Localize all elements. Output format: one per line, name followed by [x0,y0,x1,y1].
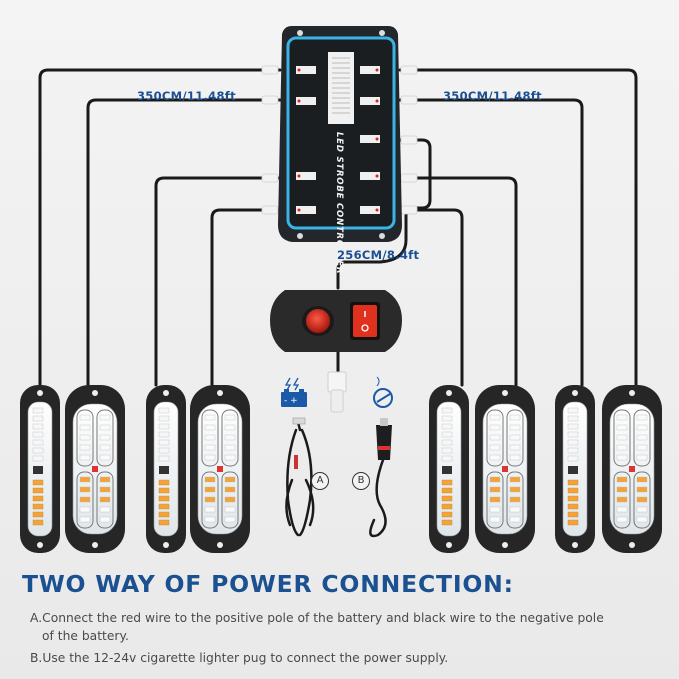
power-switch [270,290,402,352]
strobe-light-wide-4 [602,385,662,553]
strobe-light-wide-2 [190,385,250,553]
power-plug-connector [327,371,347,413]
strobe-light-narrow-3 [429,385,469,553]
indicator-light-icon [306,309,330,333]
red-wire [294,455,298,469]
controller-title: LED STROBE CONTROLLER [334,132,344,274]
instruction-b-line1: B.Use the 12-24v cigarette lighter pug t… [30,651,449,665]
strobe-light-wide-3 [475,385,535,553]
cable-connectors [261,65,418,215]
power-connection-heading: TWO WAY OF POWER CONNECTION: [22,570,514,598]
length-label-left: 350CM/11.48ft [137,89,236,103]
strobe-light-wide-1 [65,385,125,553]
svg-text:- +: - + [284,396,298,406]
battery-icon: - + [281,377,307,407]
rocker-button [353,305,377,337]
badge-a: A [311,472,329,490]
length-label-right: 350CM/11.48ft [443,89,542,103]
instruction-a-line1: A.Connect the red wire to the positive p… [30,611,604,625]
battery-clamp-cable [285,420,315,537]
cigarette-lighter-icon [373,376,393,408]
strobe-light-narrow-1 [20,385,60,553]
strobe-lights [20,385,662,553]
strobe-light-narrow-4 [555,385,595,553]
strobe-controller: LED STROBE CONTROLLER [278,26,402,274]
strobe-light-narrow-2 [146,385,186,553]
instruction-a-line2: of the battery. [42,629,129,643]
badge-b: B [352,472,370,490]
cigarette-plug-cable [369,418,392,538]
length-label-switch: 256CM/8.4ft [337,248,420,262]
